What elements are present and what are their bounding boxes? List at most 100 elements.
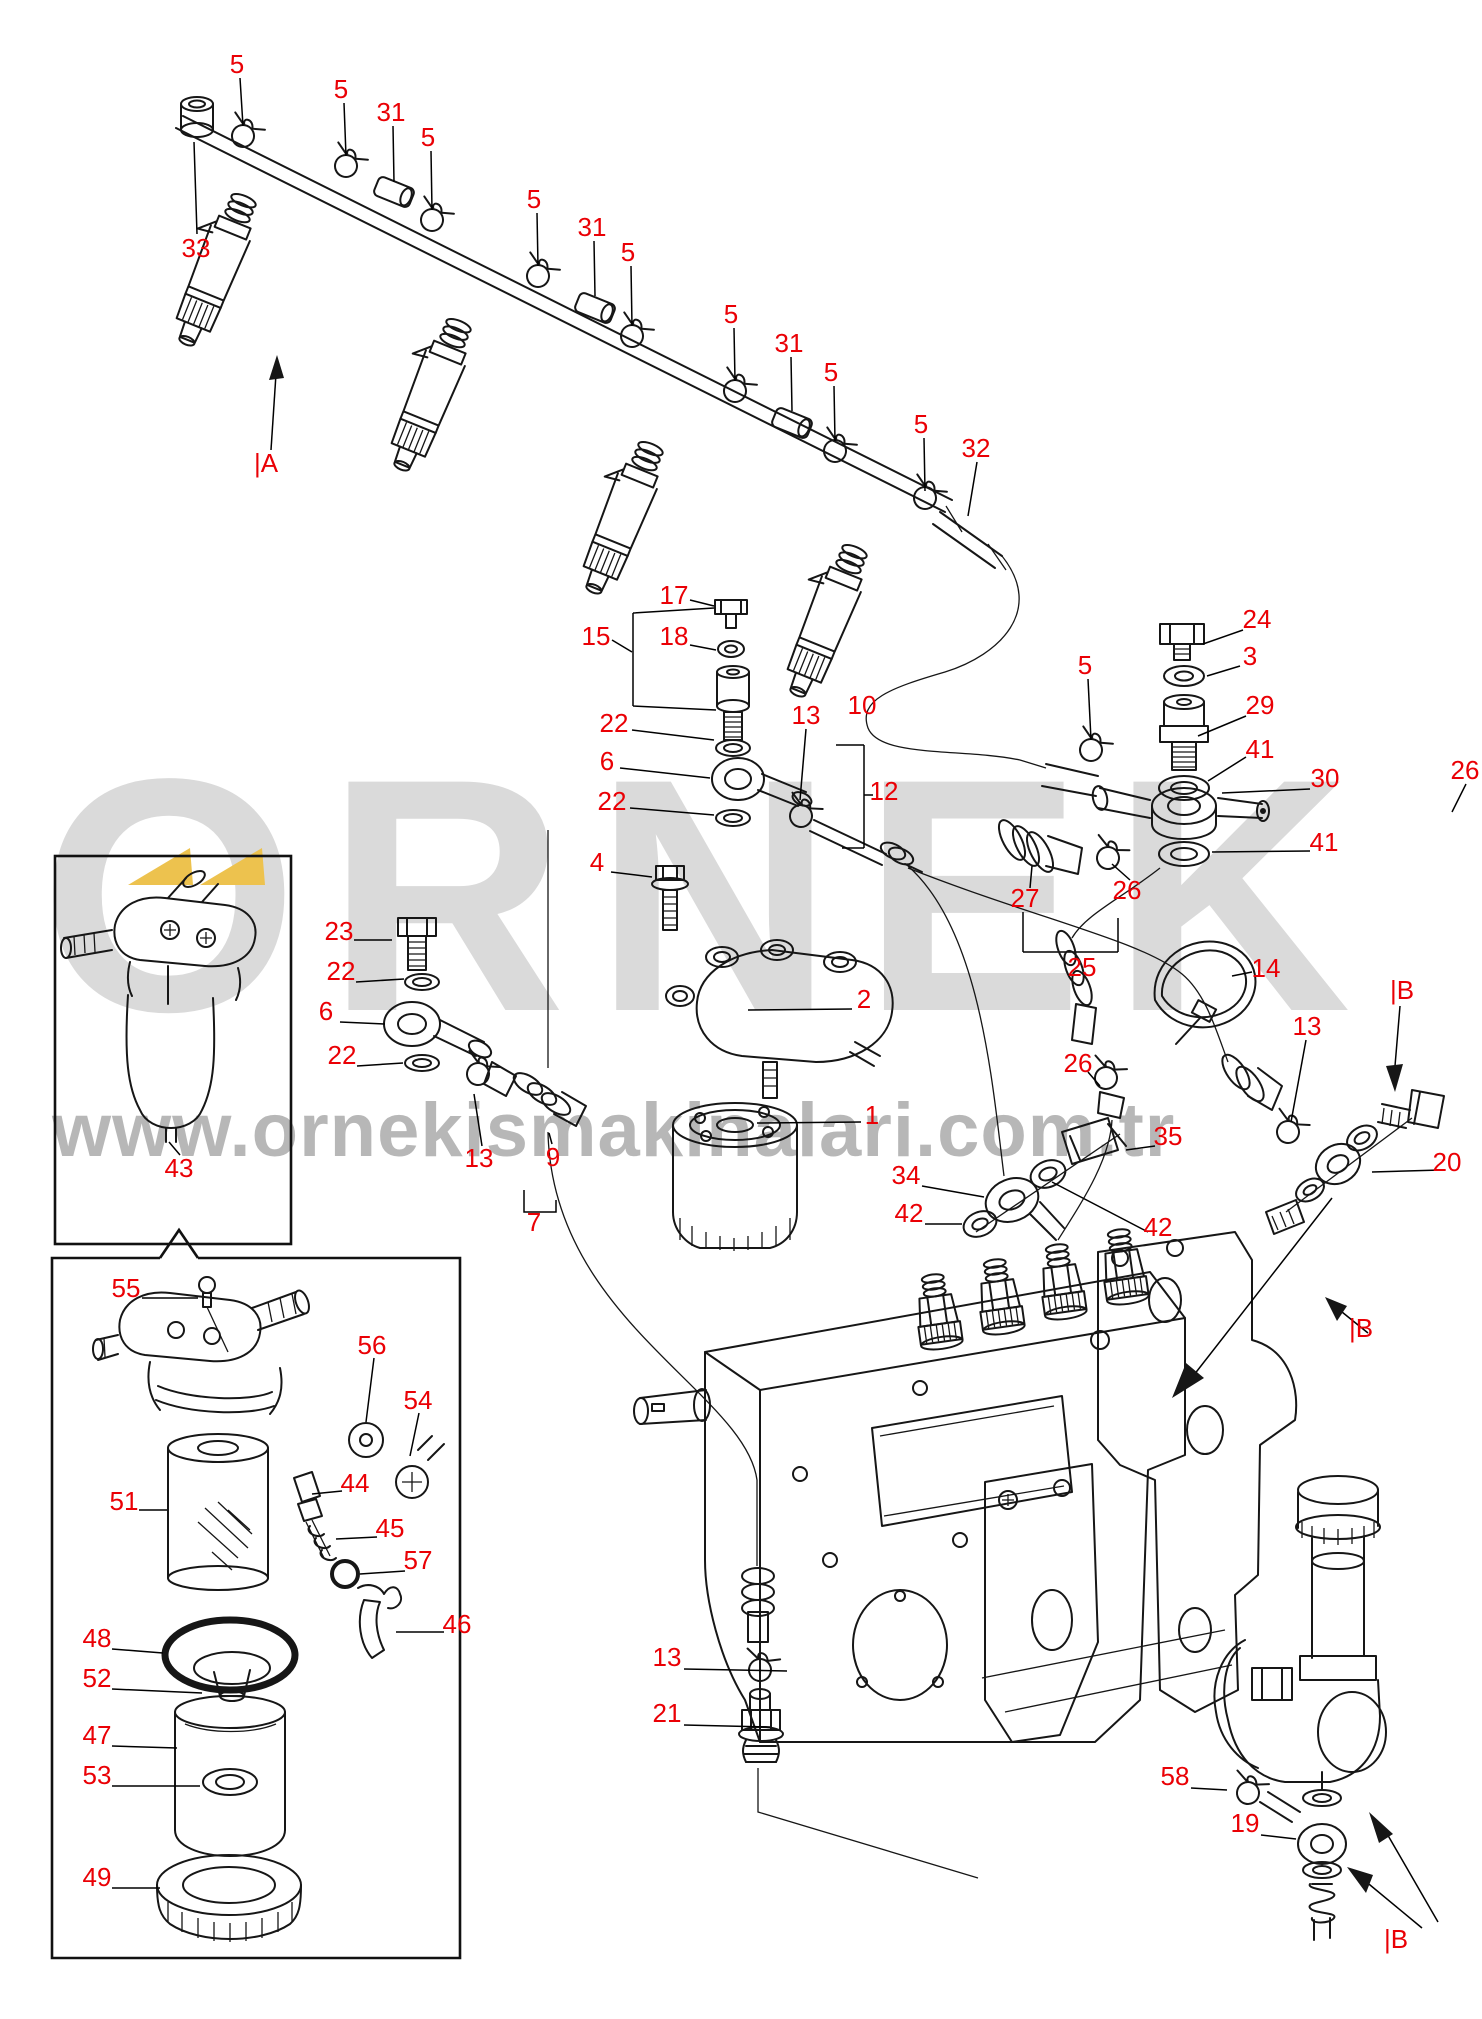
overflow-union-stack <box>1041 623 1270 939</box>
brand-accent-triangle-icon <box>200 845 265 885</box>
part-label-5-3: 5 <box>420 122 436 152</box>
part-label-14-34: 14 <box>1251 953 1281 983</box>
part-label-30-27: 30 <box>1310 763 1340 793</box>
tie-and-banjo-bolt-b <box>907 867 1445 1235</box>
fuel-injectors <box>154 183 877 705</box>
part-label-22-17: 22 <box>599 708 629 738</box>
view-a-arrow <box>270 373 277 451</box>
injection-pump <box>633 1225 1186 1743</box>
return-pipe-end <box>865 505 1047 769</box>
part-label-B-36: |B <box>1389 975 1415 1005</box>
part-label-10-21: 10 <box>847 690 877 720</box>
leader-lines <box>111 77 1467 1889</box>
part-label-5-29: 5 <box>1077 650 1093 680</box>
part-label-5-1: 5 <box>333 74 349 104</box>
part-label-15-15: 15 <box>581 621 611 651</box>
part-label-5-5: 5 <box>526 184 542 214</box>
part-label-5-7: 5 <box>620 237 636 267</box>
hose-clamps-and-sleeves <box>223 111 950 516</box>
part-label-45-60: 45 <box>375 1513 405 1543</box>
part-label-56-56: 56 <box>357 1330 387 1360</box>
part-label-19-71: 19 <box>1230 1808 1260 1838</box>
connector-hoses <box>997 819 1132 1241</box>
injector-banjo-stack <box>632 599 813 827</box>
part-label-2-45: 2 <box>856 984 872 1014</box>
watermark-url: www.ornekismakinalari.com.tr <box>52 1088 1176 1173</box>
part-label-13-68: 13 <box>652 1642 682 1672</box>
part-label-41-26: 41 <box>1245 734 1275 764</box>
part-label-41-28: 41 <box>1309 827 1339 857</box>
part-label-42-40: 42 <box>894 1198 924 1228</box>
part-label-20-37: 20 <box>1432 1147 1462 1177</box>
part-label-13-51: 13 <box>464 1143 494 1173</box>
filter-43-box <box>53 854 293 1246</box>
part-label-44-59: 44 <box>340 1468 370 1498</box>
part-label-29-25: 29 <box>1245 690 1275 720</box>
part-label-55-55: 55 <box>111 1273 141 1303</box>
part-label-31-2: 31 <box>376 97 406 127</box>
part-label-57-61: 57 <box>403 1545 433 1575</box>
pump-inlet-banjo <box>907 865 1127 1241</box>
pump-inlet-fitting <box>547 1131 979 1879</box>
part-label-3-24: 3 <box>1242 641 1258 671</box>
part-label-22-48: 22 <box>326 956 356 986</box>
view-b-arrow-bottom-1 <box>1363 1879 1423 1929</box>
part-label-4-44: 4 <box>589 847 605 877</box>
part-label-52-64: 52 <box>82 1663 112 1693</box>
part-label-1-46: 1 <box>864 1100 880 1130</box>
part-label-34-39: 34 <box>891 1160 921 1190</box>
part-label-51-58: 51 <box>109 1486 139 1516</box>
filter-head-assembly <box>547 830 894 1099</box>
part-label-43-54: 43 <box>164 1153 194 1183</box>
engine-bracket <box>981 1231 1298 1743</box>
part-label-58-70: 58 <box>1160 1761 1190 1791</box>
part-label-B-43: |B <box>1348 1313 1374 1343</box>
part-label-31-9: 31 <box>774 328 804 358</box>
part-label-31-6: 31 <box>577 212 607 242</box>
part-label-53-66: 53 <box>82 1760 112 1790</box>
view-b-arrow-mid <box>1341 1311 1369 1334</box>
part-label-42-41: 42 <box>1143 1212 1173 1242</box>
part-label-33-4: 33 <box>181 233 211 263</box>
part-label-21-69: 21 <box>652 1698 682 1728</box>
part-label-25-33: 25 <box>1067 952 1097 982</box>
part-label-6-49: 6 <box>318 996 334 1026</box>
separator-detail-box <box>50 1227 462 1960</box>
spin-on-filter <box>672 1102 798 1251</box>
part-label-7-53: 7 <box>526 1207 542 1237</box>
view-b-arrow-top <box>1394 1005 1401 1067</box>
part-label-47-65: 47 <box>82 1720 112 1750</box>
fuel-return-line <box>175 96 953 513</box>
part-label-6-18: 6 <box>599 746 615 776</box>
part-label-26-32: 26 <box>1112 875 1142 905</box>
part-label-54-57: 54 <box>403 1385 433 1415</box>
part-label-5-8: 5 <box>723 299 739 329</box>
part-label-17-14: 17 <box>659 580 689 610</box>
part-label-5-11: 5 <box>913 409 929 439</box>
part-label-27-31: 27 <box>1010 883 1040 913</box>
view-b-arrow-bottom-2 <box>1385 1831 1439 1923</box>
part-label-18-16: 18 <box>659 621 689 651</box>
part-label-13-20: 13 <box>791 700 821 730</box>
part-label-24-23: 24 <box>1242 604 1272 634</box>
fuel-lift-pump <box>1213 1475 1387 1941</box>
part-label-35-38: 35 <box>1153 1121 1183 1151</box>
part-label-5-0: 5 <box>229 49 245 79</box>
part-label-A-13: |A <box>253 448 279 478</box>
part-label-23-47: 23 <box>324 916 354 946</box>
part-label-22-50: 22 <box>327 1040 357 1070</box>
brand-accent-triangle-icon <box>128 845 193 885</box>
part-label-26-42: 26 <box>1063 1048 1093 1078</box>
part-label-9-52: 9 <box>545 1142 561 1172</box>
part-label-22-19: 22 <box>597 786 627 816</box>
part-label-13-35: 13 <box>1292 1011 1322 1041</box>
part-label-26-30: 26 <box>1450 755 1480 785</box>
part-label-12-22: 12 <box>869 776 899 806</box>
view-arrows <box>269 355 1439 1929</box>
part-label-5-10: 5 <box>823 357 839 387</box>
part-label-B-72: |B <box>1383 1924 1409 1954</box>
part-label-48-63: 48 <box>82 1623 112 1653</box>
part-label-49-67: 49 <box>82 1862 112 1892</box>
